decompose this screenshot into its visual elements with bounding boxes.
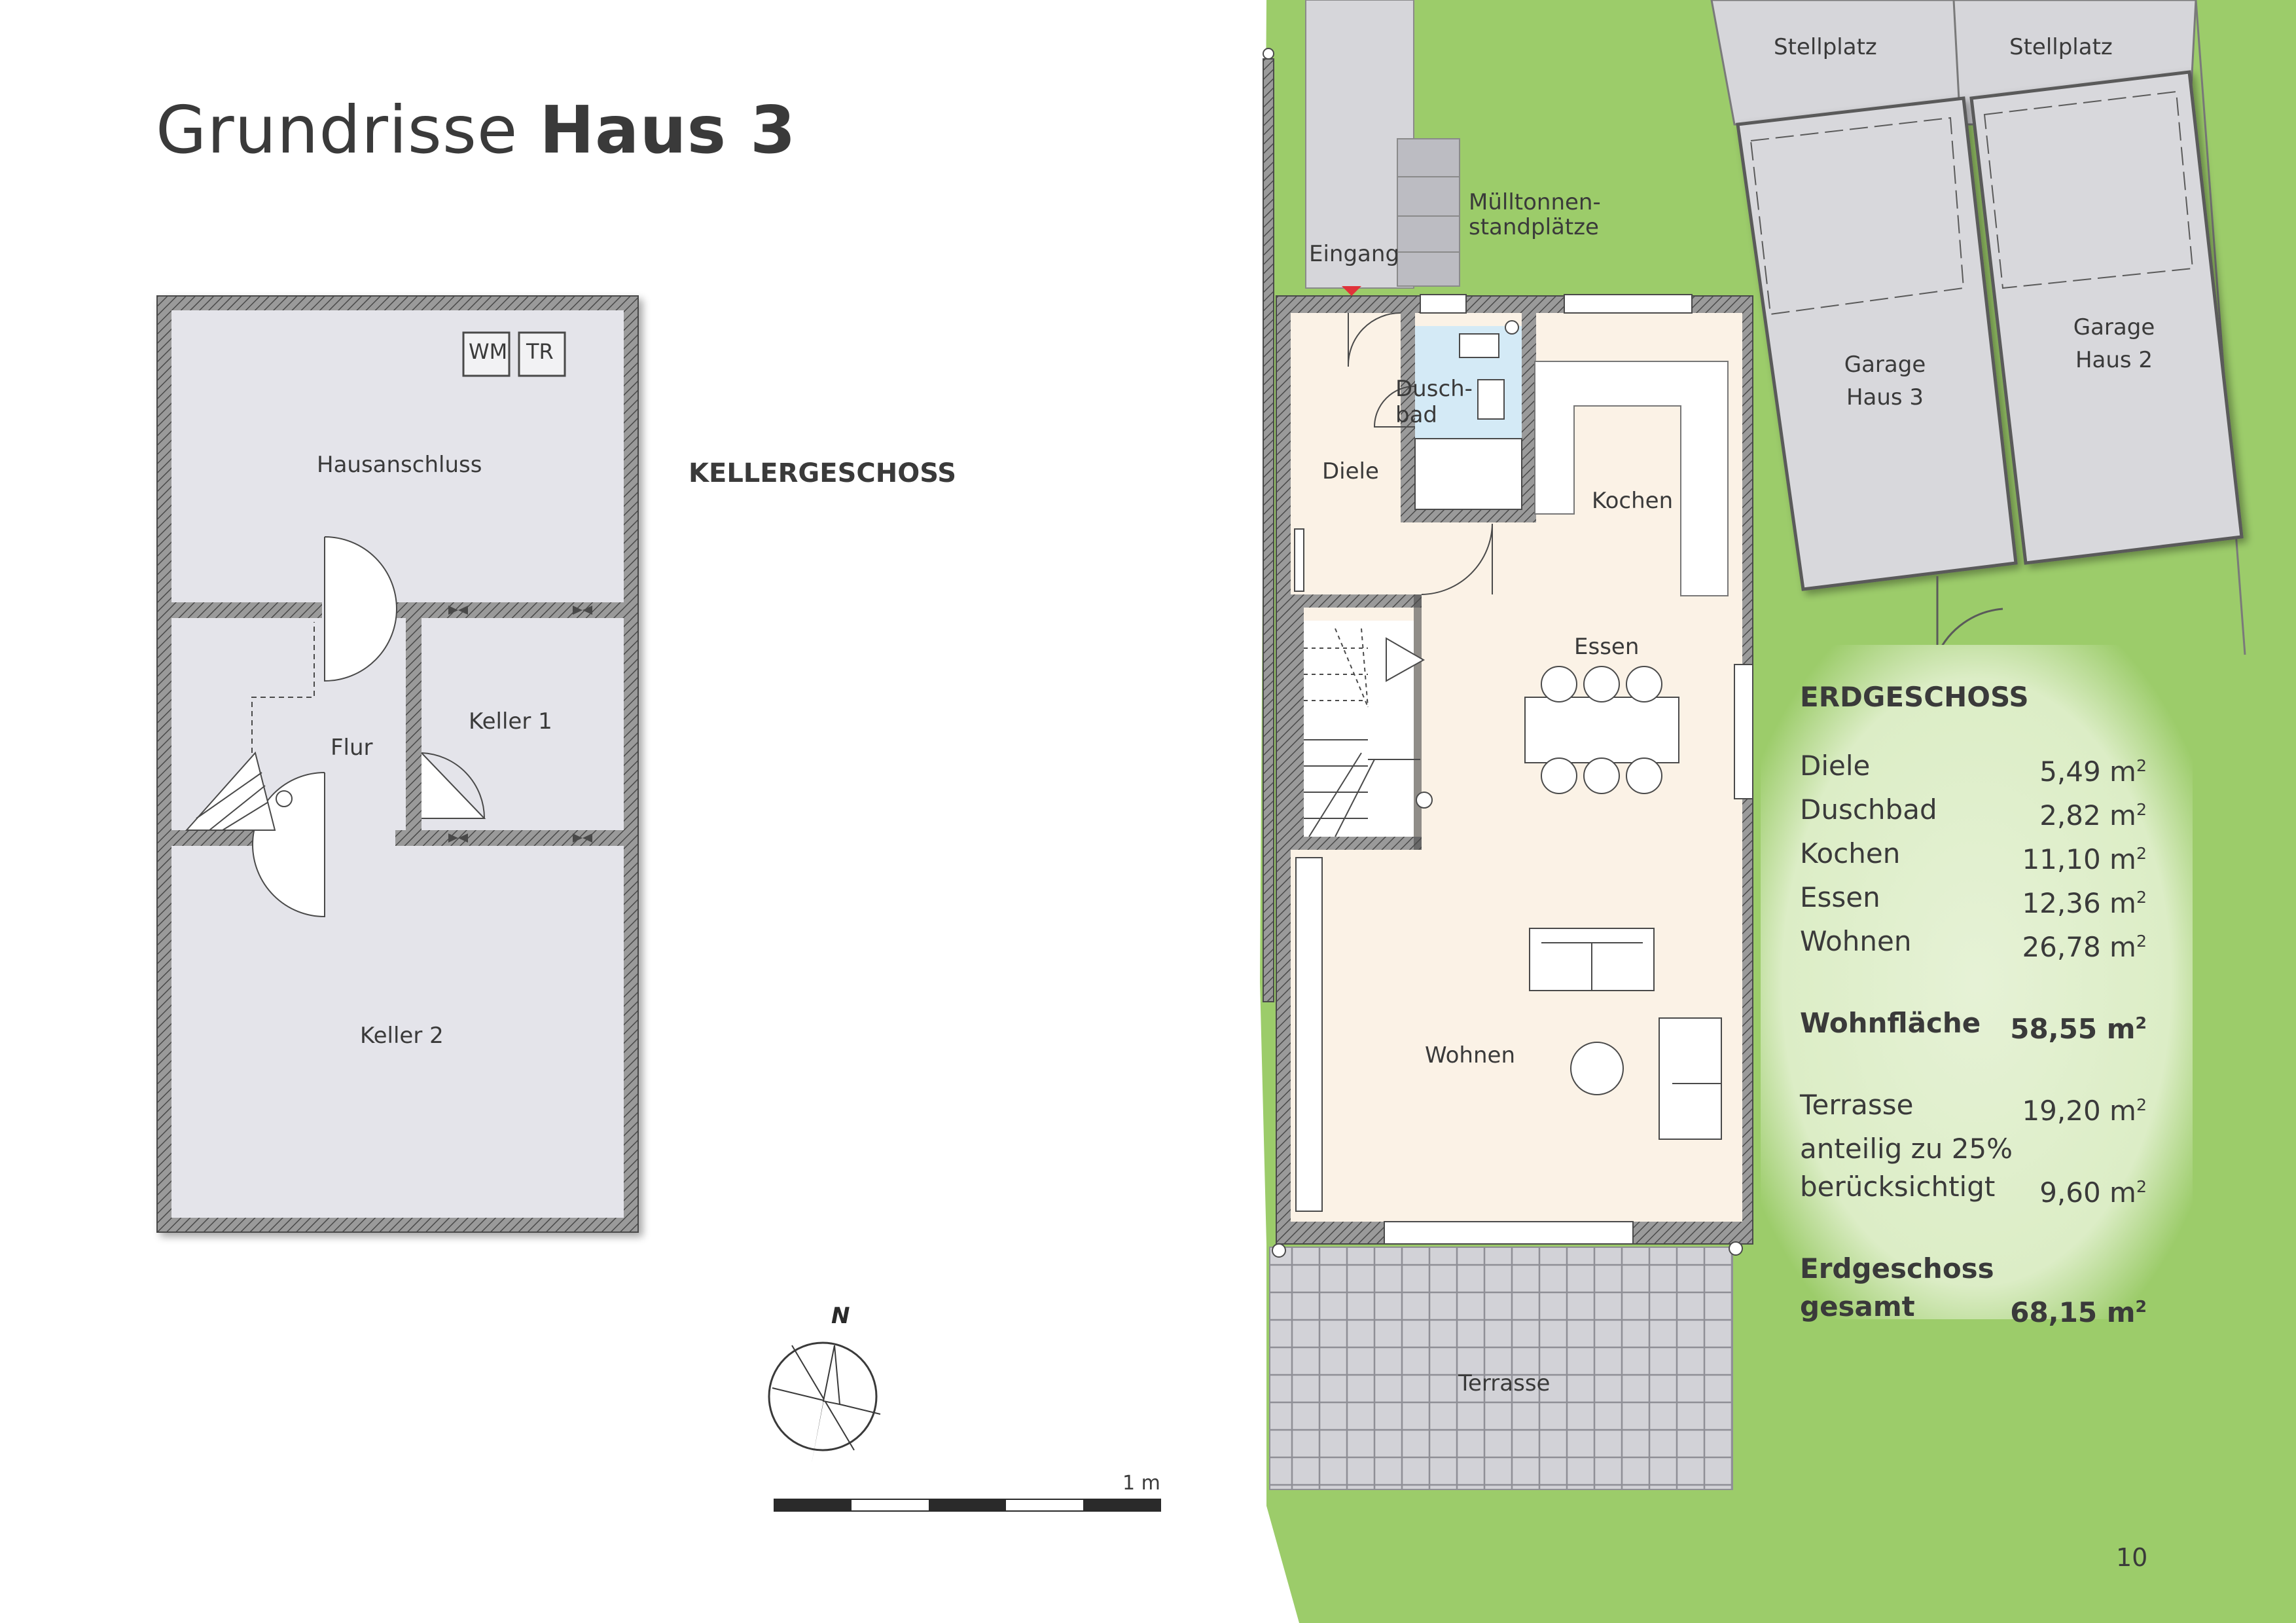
terrace-paving bbox=[1269, 1247, 1733, 1490]
eingang-label: Eingang bbox=[1309, 241, 1400, 267]
area-panel-bg bbox=[1761, 645, 2193, 1319]
compass-icon bbox=[768, 1341, 881, 1463]
erdgeschoss-heading: ERDGESCHOSS bbox=[1800, 681, 2029, 713]
muelltonnen-label: Mülltonnen-standplätze bbox=[1469, 189, 1601, 240]
page-title: Grundrisse Haus 3 bbox=[156, 92, 797, 168]
room-diele: Diele bbox=[1322, 458, 1379, 484]
stellplatz-label-1: Stellplatz bbox=[1774, 34, 1877, 60]
room-wohnen: Wohnen bbox=[1425, 1042, 1515, 1068]
stellplatz-label-2: Stellplatz bbox=[2009, 34, 2113, 60]
eg-house bbox=[1272, 294, 1753, 1258]
room-flur: Flur bbox=[331, 735, 373, 761]
room-duschbad: Dusch-bad bbox=[1395, 376, 1473, 428]
garages bbox=[1736, 70, 2244, 591]
room-keller-2: Keller 2 bbox=[360, 1023, 444, 1049]
scale-label: 1 m bbox=[1122, 1472, 1160, 1495]
room-keller-1: Keller 1 bbox=[469, 708, 552, 735]
compass-north-label: N bbox=[831, 1303, 850, 1329]
room-essen: Essen bbox=[1574, 634, 1640, 660]
bin-area bbox=[1397, 138, 1460, 287]
gesamt-row: Erdgeschoss bbox=[1800, 1252, 1994, 1285]
kellergeschoss-label: KELLERGESCHOSS bbox=[689, 458, 957, 488]
scale-bar bbox=[774, 1499, 1161, 1512]
anteilig-row: anteilig zu 25% bbox=[1800, 1133, 2013, 1165]
wm-label: WM bbox=[469, 339, 508, 364]
keller-floor-plan bbox=[156, 295, 639, 1233]
room-kochen: Kochen bbox=[1592, 488, 1674, 514]
terrasse-label: Terrasse bbox=[1458, 1370, 1551, 1396]
entrance-marker-icon bbox=[1342, 286, 1361, 296]
tr-label: TR bbox=[526, 339, 554, 364]
room-hausanschluss: Hausanschluss bbox=[317, 452, 482, 478]
page-number: 10 bbox=[2116, 1543, 2148, 1572]
